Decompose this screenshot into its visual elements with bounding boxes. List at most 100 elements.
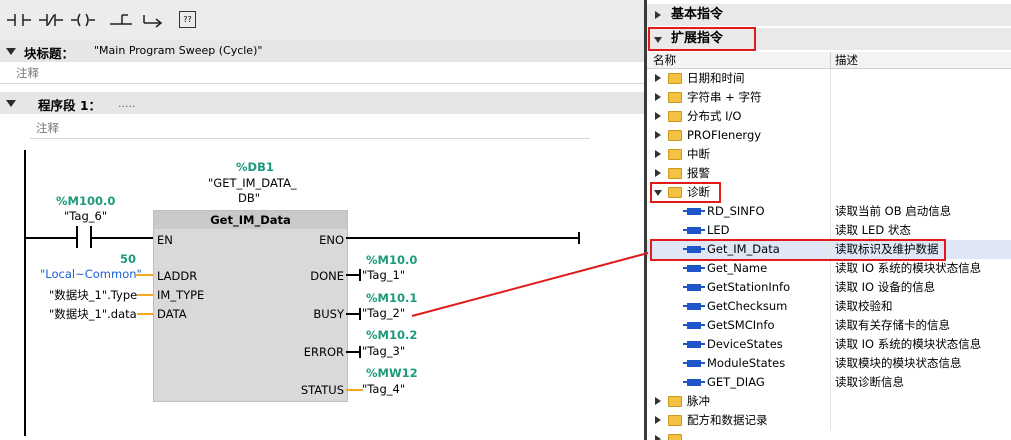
- row-divider: [830, 69, 831, 88]
- collapse-arrow-icon[interactable]: [654, 190, 662, 196]
- row-divider: [830, 88, 831, 107]
- laddr-operand[interactable]: "Local~Common": [40, 267, 142, 281]
- instruction-icon: [683, 322, 705, 329]
- folder-icon: [668, 92, 682, 103]
- status-tag[interactable]: "Tag_4": [362, 382, 406, 396]
- folder-open-icon: [668, 187, 682, 198]
- instance-db-address[interactable]: %DB1: [236, 160, 274, 174]
- contact-right-plate: [90, 226, 92, 248]
- row-divider: [830, 392, 831, 411]
- instance-db-name-line1[interactable]: "GET_IM_DATA_: [208, 176, 297, 190]
- expand-arrow-icon[interactable]: [655, 150, 661, 158]
- row-divider: [830, 145, 831, 164]
- expand-arrow-icon[interactable]: [655, 93, 661, 101]
- folder-alarms[interactable]: 报警: [647, 164, 1011, 183]
- contact-tag[interactable]: "Tag_6": [64, 209, 108, 223]
- expand-arrow-icon[interactable]: [655, 112, 661, 120]
- normally-open-contact[interactable]: [76, 226, 94, 248]
- instruction-get-im-data-selected[interactable]: Get_IM_Data 读取标识及维护数据: [647, 240, 1011, 259]
- normally-open-contact-icon: [7, 14, 31, 26]
- row-divider: [830, 183, 831, 202]
- folder-string-char[interactable]: 字符串 + 字符: [647, 88, 1011, 107]
- network-label: 程序段 1：: [38, 98, 102, 113]
- pin-data: DATA: [157, 307, 187, 321]
- network-bar[interactable]: 程序段 1： .....: [0, 92, 644, 114]
- wire-laddr: [136, 274, 153, 276]
- collapse-block-icon[interactable]: [6, 48, 16, 55]
- instruction-get-name[interactable]: Get_Name 读取 IO 系统的模块状态信息: [647, 259, 1011, 278]
- folder-distributed-io[interactable]: 分布式 I/O: [647, 107, 1011, 126]
- folder-icon: [668, 149, 682, 160]
- instruction-modulestates[interactable]: ModuleStates 读取模块的模块状态信息: [647, 354, 1011, 373]
- instruction-devicestates[interactable]: DeviceStates 读取 IO 系统的模块状态信息: [647, 335, 1011, 354]
- folder-recipes-data-logging[interactable]: 配方和数据记录: [647, 411, 1011, 430]
- pin-en: EN: [157, 233, 173, 247]
- folder-interrupts[interactable]: 中断: [647, 145, 1011, 164]
- error-tag[interactable]: "Tag_3": [362, 344, 406, 358]
- network-title-placeholder[interactable]: .....: [118, 97, 136, 110]
- normally-closed-contact-button[interactable]: [38, 10, 64, 30]
- output-coil-button[interactable]: [70, 10, 96, 30]
- column-name[interactable]: 名称: [653, 53, 676, 67]
- done-tag[interactable]: "Tag_1": [362, 268, 406, 282]
- block-title-label: 块标题：: [24, 46, 75, 61]
- instruction-led[interactable]: LED 读取 LED 状态: [647, 221, 1011, 240]
- folder-partially-visible[interactable]: [647, 430, 1011, 440]
- folder-pulse[interactable]: 脉冲: [647, 392, 1011, 411]
- wire-done: [346, 274, 361, 276]
- status-address[interactable]: %MW12: [366, 366, 418, 380]
- expand-arrow-icon[interactable]: [655, 74, 661, 82]
- row-divider: [830, 202, 831, 221]
- collapse-network-icon[interactable]: [6, 100, 16, 107]
- wire-busy-end: [359, 308, 361, 320]
- basic-instructions-section[interactable]: 基本指令: [647, 4, 1011, 26]
- done-address[interactable]: %M10.0: [366, 253, 418, 267]
- wire-done-end: [359, 269, 361, 281]
- expand-arrow-icon[interactable]: [655, 397, 661, 405]
- instruction-icon: [683, 303, 705, 310]
- folder-profienergy[interactable]: PROFIenergy: [647, 126, 1011, 145]
- function-block-title: Get_IM_Data: [154, 211, 347, 229]
- row-divider: [830, 107, 831, 126]
- pin-eno: ENO: [319, 233, 344, 247]
- expand-arrow-icon[interactable]: [655, 416, 661, 424]
- ladder-toolbar: ??: [0, 0, 644, 41]
- normally-open-contact-button[interactable]: [6, 10, 32, 30]
- empty-box-button[interactable]: ??: [176, 10, 202, 30]
- im-type-operand[interactable]: "数据块_1".Type: [49, 288, 138, 302]
- instruction-icon: [683, 284, 705, 291]
- block-comment[interactable]: 注释: [16, 66, 39, 80]
- column-divider[interactable]: [830, 52, 831, 68]
- extended-instructions-section[interactable]: 扩展指令: [647, 28, 1011, 50]
- expand-arrow-icon[interactable]: [655, 435, 661, 440]
- contact-address[interactable]: %M100.0: [56, 194, 116, 208]
- instruction-rd-sinfo[interactable]: RD_SINFO 读取当前 OB 启动信息: [647, 202, 1011, 221]
- highlight-box-get-im-data: [650, 239, 946, 261]
- instruction-get-diag[interactable]: GET_DIAG 读取诊断信息: [647, 373, 1011, 392]
- open-branch-button[interactable]: [108, 10, 134, 30]
- row-divider: [830, 278, 831, 297]
- wire-error-end: [359, 346, 361, 358]
- block-title-bar[interactable]: 块标题： "Main Program Sweep (Cycle)": [0, 40, 644, 62]
- column-description[interactable]: 描述: [835, 53, 858, 67]
- expand-arrow-icon[interactable]: [655, 131, 661, 139]
- instruction-getstationinfo[interactable]: GetStationInfo 读取 IO 设备的信息: [647, 278, 1011, 297]
- expand-arrow-icon[interactable]: [655, 169, 661, 177]
- block-title-value[interactable]: "Main Program Sweep (Cycle)": [94, 44, 263, 57]
- function-block-get-im-data[interactable]: Get_IM_Data EN LADDR IM_TYPE DATA ENO DO…: [153, 210, 348, 402]
- folder-date-time[interactable]: 日期和时间: [647, 69, 1011, 88]
- wire-eno-end: [578, 232, 580, 244]
- network-comment[interactable]: 注释: [36, 121, 59, 135]
- wire-im-type: [137, 294, 153, 296]
- instruction-getchecksum[interactable]: GetChecksum 读取校验和: [647, 297, 1011, 316]
- data-operand[interactable]: "数据块_1".data: [49, 307, 137, 321]
- error-address[interactable]: %M10.2: [366, 328, 418, 342]
- folder-icon: [668, 434, 682, 440]
- laddr-value-number[interactable]: 50: [120, 252, 137, 266]
- folder-diagnostics[interactable]: 诊断: [647, 183, 1011, 202]
- instance-db-name-line2[interactable]: DB": [238, 191, 261, 205]
- close-branch-button[interactable]: [140, 10, 166, 30]
- busy-address[interactable]: %M10.1: [366, 291, 418, 305]
- instruction-getsmcinfo[interactable]: GetSMCInfo 读取有关存储卡的信息: [647, 316, 1011, 335]
- busy-tag[interactable]: "Tag_2": [362, 306, 406, 320]
